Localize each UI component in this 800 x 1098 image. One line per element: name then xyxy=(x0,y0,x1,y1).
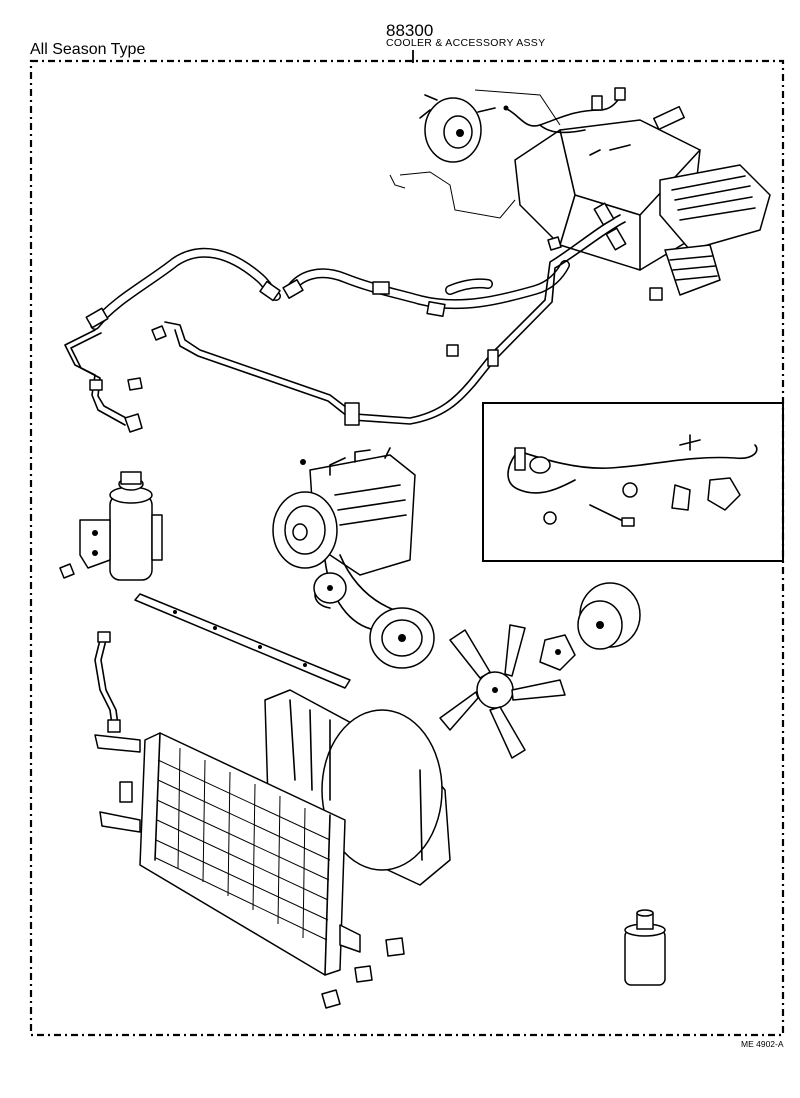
wiring-inset xyxy=(482,402,784,562)
part-number: 88300 xyxy=(386,21,434,40)
assembly-frame xyxy=(29,50,785,1037)
drawing-code: ME 4902-A xyxy=(741,1039,784,1049)
evaporator-wiring xyxy=(503,87,626,134)
fasteners xyxy=(59,236,663,1009)
fan-pulley xyxy=(539,582,641,671)
condenser xyxy=(94,732,361,976)
blower-motor xyxy=(419,94,496,163)
compressor-oil-can xyxy=(624,909,666,986)
part-name: COOLER & ACCESSORY ASSY xyxy=(386,37,546,49)
cooling-unit xyxy=(514,105,771,296)
fan-shroud xyxy=(264,689,451,886)
compressor xyxy=(272,447,416,576)
idler-pulley-belt xyxy=(313,554,435,669)
discharge-pipe xyxy=(94,631,121,733)
mounting-stay xyxy=(134,593,351,689)
refrigerant-pipes xyxy=(64,202,627,433)
refrigerant-hoses xyxy=(85,247,570,330)
receiver-dryer xyxy=(79,471,163,581)
engine-outline xyxy=(389,89,561,219)
cooling-fan xyxy=(439,624,566,759)
variant-label: All Season Type xyxy=(30,41,146,58)
